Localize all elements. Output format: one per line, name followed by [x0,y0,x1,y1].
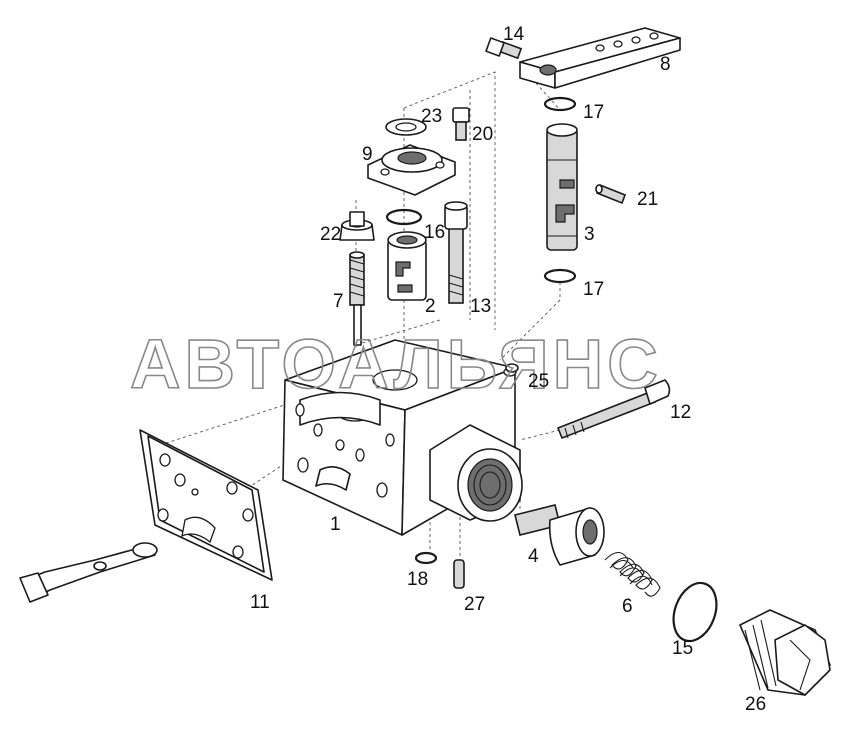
part-11-handle [19,542,158,603]
part-18-ring [414,551,438,565]
callout-13: 13 [470,296,491,317]
part-9-flange [367,144,456,196]
part-23-washer [385,118,427,136]
part-26-threaded-plug [739,609,831,696]
callout-1: 1 [330,514,341,535]
callout-labels: 1 2 3 4 6 7 8 9 11 12 13 14 15 16 17 17 … [250,24,766,715]
callout-2: 2 [425,296,436,317]
callout-6: 6 [622,596,633,617]
callout-12: 12 [670,402,691,423]
callout-8: 8 [660,54,671,75]
part-6-spring [604,551,661,597]
callout-23: 23 [421,106,442,127]
part-15-o-ring [672,581,718,643]
part-12-long-bolt [556,379,671,440]
part-22-nut [339,211,375,241]
callout-21: 21 [637,189,658,210]
part-2-sleeve [387,231,427,301]
callout-9: 9 [362,144,373,165]
callout-25: 25 [528,371,549,392]
callout-15: 15 [672,638,693,659]
part-17-o-ring-upper [543,96,577,112]
part-4-piston [514,504,605,566]
part-20-screw [452,107,470,141]
callout-17-lower: 17 [583,279,604,300]
part-11-gasket-plate [139,429,273,581]
callout-3: 3 [584,224,595,245]
part-8-lever [519,27,681,89]
watermark-text: АВТОАЛЬЯНС [130,325,662,403]
part-27-dowel-pin [453,559,465,589]
callout-14: 14 [503,24,525,45]
part-21-pin [595,183,627,205]
part-13-socket-bolt [444,201,468,304]
callout-18: 18 [407,569,428,590]
callout-4: 4 [528,546,539,567]
part-14-small-bolt [485,37,523,60]
part-16-o-ring [385,208,423,226]
part-17-o-ring-lower [543,268,577,284]
callout-26: 26 [745,694,766,715]
callout-22: 22 [320,224,341,245]
callout-16: 16 [424,222,445,243]
callout-7: 7 [333,291,344,312]
callout-27: 27 [464,594,485,615]
part-25-plug [505,363,519,373]
callout-20: 20 [472,124,493,145]
callout-11: 11 [250,592,270,613]
part-7-threaded-pin [349,251,365,346]
part-3-spool [546,123,578,251]
callout-17-upper: 17 [583,102,604,123]
